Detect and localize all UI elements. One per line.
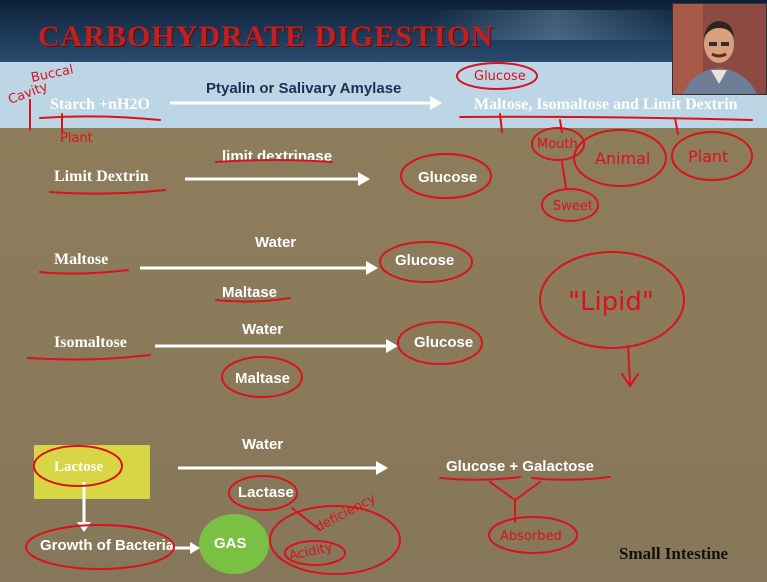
maltase-label-2: Maltase xyxy=(235,370,291,387)
limit-dextrinase-label: limit dextrinase xyxy=(222,148,333,165)
lactose-water-label: Water xyxy=(242,436,284,453)
presenter-webcam xyxy=(672,3,767,95)
glucose-product-3: Glucose xyxy=(414,334,474,351)
slide-board xyxy=(0,128,767,582)
glucose-product-2: Glucose xyxy=(395,252,455,269)
gas-label: GAS xyxy=(214,535,247,552)
isomaltose-label: Isomaltose xyxy=(54,334,127,351)
starch-label: Starch +nH2O xyxy=(50,96,150,113)
small-intestine-label: Small Intestine xyxy=(619,544,729,563)
limit-dextrin-label: Limit Dextrin xyxy=(54,168,149,185)
products-label: Maltose, Isomaltose and Limit Dextrin xyxy=(474,96,738,113)
amylase-label: Ptyalin or Salivary Amylase xyxy=(206,80,402,97)
glucose-galactose-label: Glucose + Galactose xyxy=(446,458,594,475)
lactose-highlight-box: Lactose xyxy=(34,445,150,499)
maltose-label: Maltose xyxy=(54,251,109,268)
lactase-label: Lactase xyxy=(238,484,294,501)
maltose-water-label: Water xyxy=(255,234,297,251)
maltase-label-1: Maltase xyxy=(222,284,278,301)
title-bar-highlight xyxy=(430,10,680,40)
glucose-product-1: Glucose xyxy=(418,169,478,186)
slide-title: CARBOHYDRATE DIGESTION xyxy=(38,20,494,53)
title-bar: CARBOHYDRATE DIGESTION xyxy=(0,0,767,62)
bacteria-growth-label: Growth of Bacteria xyxy=(40,537,175,554)
isomaltose-water-label: Water xyxy=(242,321,284,338)
gas-blob: GAS xyxy=(199,514,269,574)
lactose-label: Lactose xyxy=(54,459,104,475)
